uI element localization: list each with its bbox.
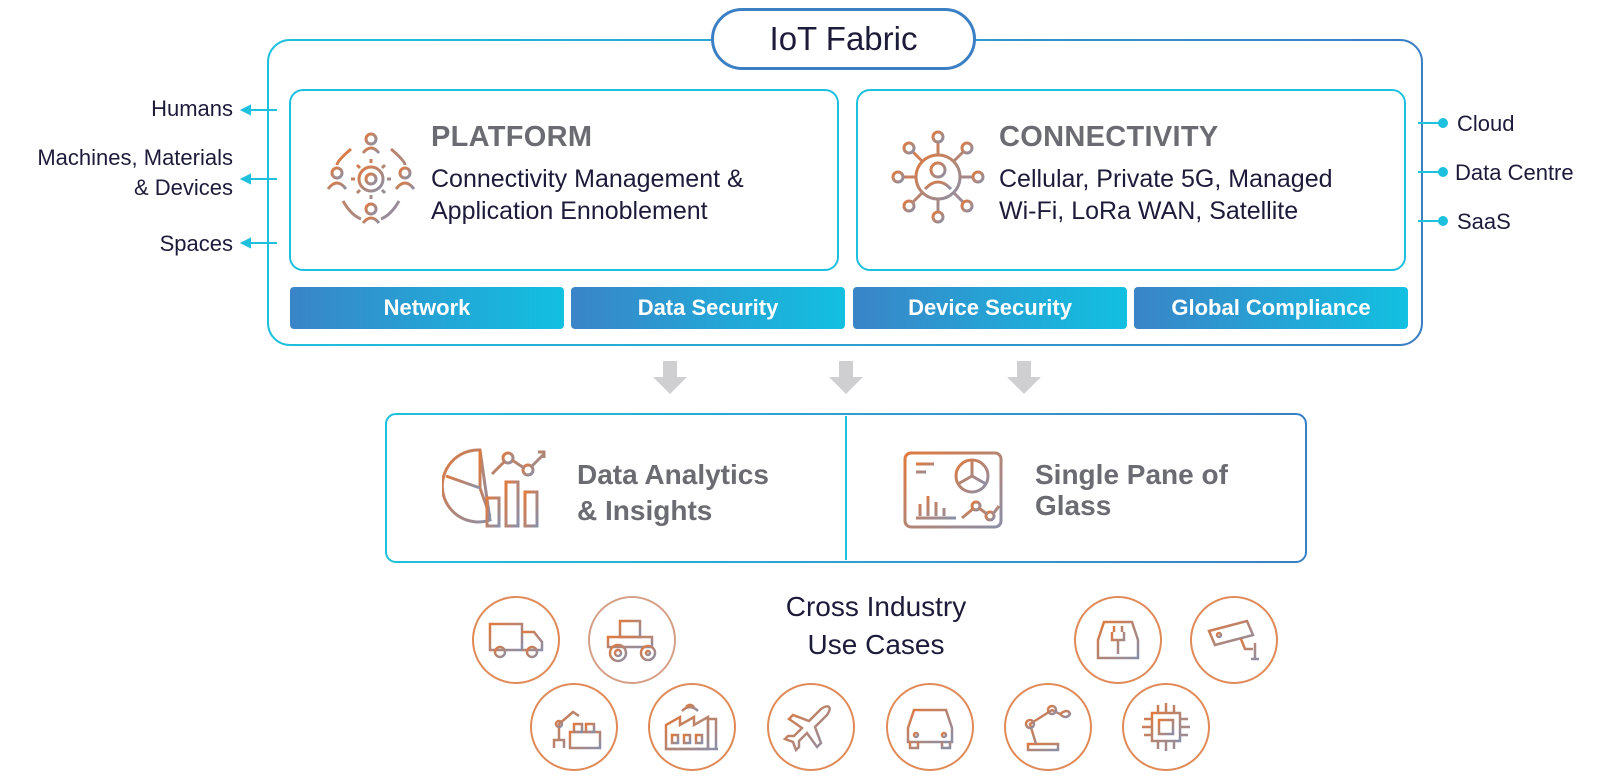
pill-device-security: Device Security (853, 287, 1127, 329)
truck-icon (488, 622, 544, 659)
platform-title: PLATFORM (431, 121, 593, 153)
connectivity-text-line2: Wi-Fi, LoRa WAN, Satellite (999, 197, 1299, 225)
connectivity-title: CONNECTIVITY (999, 121, 1219, 153)
analytics-chart-icon (442, 448, 546, 528)
use-case-ev-charging (1074, 596, 1162, 684)
use-case-car (886, 683, 974, 771)
connectivity-text-line1: Cellular, Private 5G, Managed (999, 165, 1333, 193)
label-machines: Machines, Materials & Devices (0, 143, 233, 203)
use-case-truck (472, 596, 560, 684)
pill-network: Network (290, 287, 564, 329)
label-saas: SaaS (1457, 209, 1511, 234)
down-arrows (653, 361, 1041, 394)
right-connectors (1418, 118, 1448, 226)
factory-robot-icon (552, 710, 602, 750)
label-cloud: Cloud (1457, 111, 1515, 136)
analytics-title-line2: & Insights (577, 495, 713, 526)
label-spaces: Spaces (159, 231, 233, 256)
label-humans: Humans (151, 96, 233, 121)
platform-panel: PLATFORM Connectivity Management & Appli… (289, 89, 839, 271)
smart-factory-icon (664, 703, 718, 751)
pill-data-security: Data Security (571, 287, 845, 329)
use-case-airplane (767, 683, 855, 771)
connectivity-panel: CONNECTIVITY Cellular, Private 5G, Manag… (856, 89, 1406, 271)
platform-text-line1: Connectivity Management & (431, 165, 744, 193)
fabric-title: IoT Fabric (711, 8, 976, 70)
network-person-icon (891, 130, 985, 224)
pane-title-line2: Glass (1035, 490, 1112, 521)
airplane-icon (783, 705, 831, 753)
cctv-camera-icon (1207, 619, 1259, 661)
platform-text-line2: Application Ennoblement (431, 197, 708, 225)
car-icon (906, 708, 954, 750)
use-case-factory-robot (530, 683, 618, 771)
label-data-centre: Data Centre (1455, 160, 1574, 185)
label-machines-line2: & Devices (133, 175, 233, 200)
people-gear-icon (326, 132, 416, 224)
use-case-robot-arm (1004, 683, 1092, 771)
use-case-cctv (1190, 596, 1278, 684)
left-arrows (239, 104, 277, 249)
chip-icon (1142, 703, 1190, 751)
label-machines-line1: Machines, Materials (37, 145, 233, 170)
use-case-chip (1122, 683, 1210, 771)
use-case-tractor (588, 596, 676, 684)
cross-title-line2: Use Cases (807, 629, 945, 660)
cross-title-line1: Cross Industry (785, 591, 967, 622)
tractor-icon (606, 619, 657, 663)
use-case-smart-factory (648, 683, 736, 771)
pane-title-line1: Single Pane of (1035, 459, 1228, 490)
cross-title: Cross Industry Use Cases (740, 588, 1012, 664)
analytics-title-line1: Data Analytics (577, 459, 769, 490)
robot-arm-icon (1024, 704, 1072, 752)
ev-charging-icon (1096, 620, 1140, 660)
dashboard-icon (903, 451, 1003, 529)
pill-global-compliance: Global Compliance (1134, 287, 1408, 329)
